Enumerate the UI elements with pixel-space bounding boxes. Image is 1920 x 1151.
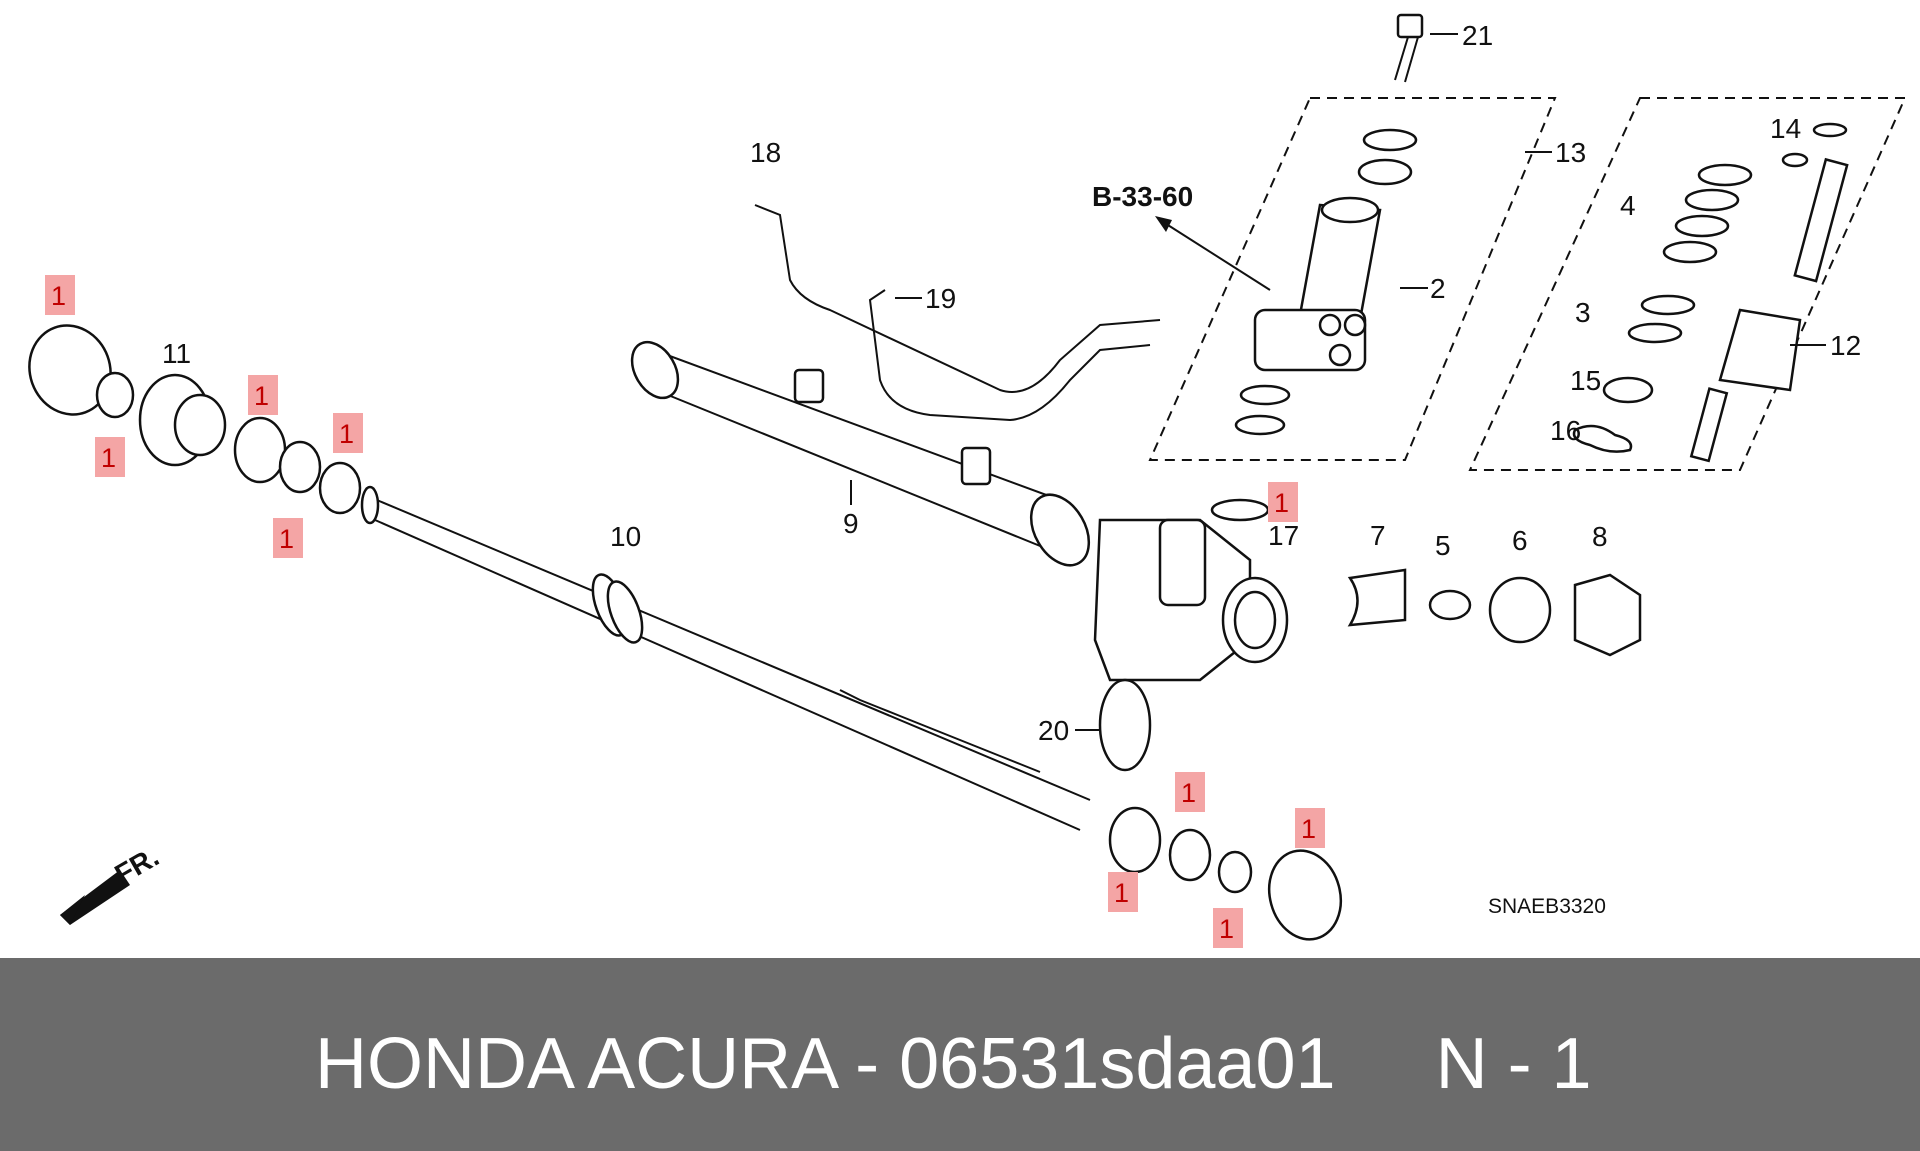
part-label: 15: [1570, 365, 1601, 396]
svg-text:1: 1: [279, 524, 294, 554]
highlight-marker: 1: [1175, 772, 1205, 812]
feed-line-18: [754, 204, 1161, 393]
feed-line-19: [868, 289, 1151, 422]
svg-text:1: 1: [1181, 778, 1196, 808]
part-label: 6: [1512, 525, 1528, 556]
front-direction-arrow: FR.: [60, 841, 164, 925]
part-label: 10: [610, 521, 641, 552]
left-end-parts: [28, 324, 362, 515]
highlight-marker: 1: [95, 437, 125, 477]
svg-text:1: 1: [51, 281, 66, 311]
highlight-marker: 1: [273, 518, 303, 558]
highlight-marker: 1: [1108, 872, 1138, 912]
bolt-21: [1394, 13, 1424, 83]
svg-text:1: 1: [1114, 878, 1129, 908]
part-label: 5: [1435, 530, 1451, 561]
highlight-marker: 1: [1213, 908, 1243, 948]
svg-text:1: 1: [1274, 488, 1289, 518]
highlight-marker: 1: [1268, 482, 1298, 522]
highlight-marker: 1: [1295, 808, 1325, 848]
part-label: 21: [1462, 20, 1493, 51]
part-label: 16: [1550, 415, 1581, 446]
pinion-assembly-box: [1468, 97, 1907, 471]
highlight-marker: 1: [45, 275, 75, 315]
rack-housing: [630, 340, 1289, 682]
valve-body: [1234, 128, 1418, 436]
part-label: 11: [162, 338, 191, 369]
valve-assembly-box: [1148, 97, 1557, 461]
section-reference: B-33-60: [1092, 181, 1193, 212]
highlight-marker: 1: [248, 375, 278, 415]
svg-text:1: 1: [339, 419, 354, 449]
steering-rack: [360, 485, 1091, 831]
parts-diagram: FR. B-33-60 SNAEB3320 21 13 2 14 4 3 12 …: [28, 13, 1907, 948]
part-label: 14: [1770, 113, 1801, 144]
footer-caption: HONDA ACURA - 06531sdaa01 N - 1: [315, 1024, 1592, 1104]
part-label: 2: [1430, 273, 1446, 304]
part-label: 3: [1575, 297, 1591, 328]
part-label: 17: [1268, 520, 1299, 551]
svg-text:1: 1: [1219, 914, 1234, 944]
svg-text:1: 1: [1301, 814, 1316, 844]
part-label: 19: [925, 283, 956, 314]
seal-rings: [1572, 163, 1753, 453]
part-label: 9: [843, 508, 859, 539]
part-label: 4: [1620, 190, 1636, 221]
footer-bar: [0, 958, 1920, 1151]
highlight-marker: 1: [333, 413, 363, 453]
diagram-code: SNAEB3320: [1488, 895, 1606, 918]
part-label: 13: [1555, 137, 1586, 168]
svg-text:1: 1: [101, 443, 116, 473]
right-end-parts: [1098, 498, 1642, 941]
svg-text:1: 1: [254, 381, 269, 411]
part-label: 8: [1592, 521, 1608, 552]
part-label: 7: [1370, 520, 1386, 551]
pinion-shaft: [1689, 122, 1849, 463]
part-label: 18: [750, 137, 781, 168]
part-label: 12: [1830, 330, 1861, 361]
part-label: 20: [1038, 715, 1069, 746]
